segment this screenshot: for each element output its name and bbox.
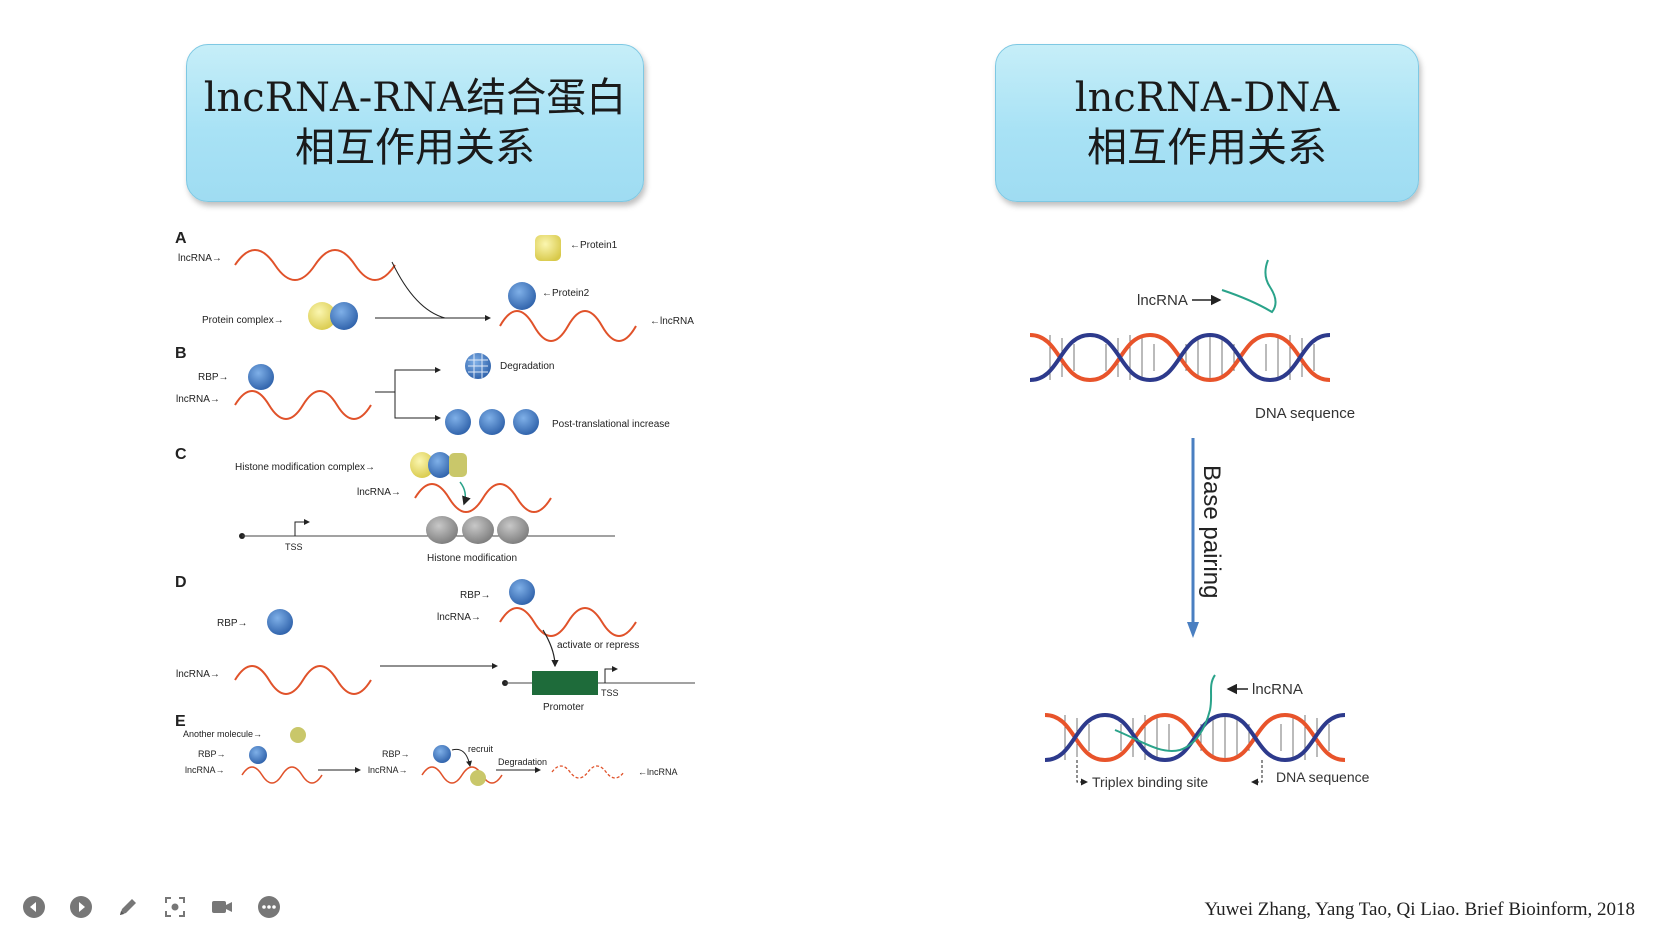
camera-icon[interactable] — [210, 895, 234, 919]
promoter-box — [532, 671, 598, 695]
label-lncrna: lncRNA→ — [357, 487, 401, 498]
label-lncrna-right: ←lncRNA — [650, 316, 694, 327]
label-promoter: Promoter — [543, 702, 585, 713]
dna-helix-bottom — [1044, 674, 1346, 763]
lncrna-strand — [414, 483, 552, 513]
rbp-icon — [249, 746, 267, 764]
lncrna-strand — [234, 665, 372, 695]
lncrna-dna-diagram: lncRNA DNA sequence Base pairing lncRNA — [1030, 259, 1370, 790]
label-recruit: recruit — [468, 744, 494, 754]
label-dna-sequence-bottom: DNA sequence — [1276, 769, 1370, 785]
label-lncrna-3: ←lncRNA — [638, 767, 678, 777]
more-icon[interactable] — [257, 895, 281, 919]
label-tss: TSS — [285, 542, 303, 552]
curve-line — [391, 261, 446, 319]
label-lncrna-bottom: lncRNA — [1252, 681, 1303, 698]
label-protein2: ←Protein2 — [542, 288, 590, 299]
rbp-icon — [433, 745, 451, 763]
protein2-icon — [508, 282, 536, 310]
lncrna-strand — [499, 607, 637, 637]
protein-icon — [445, 409, 471, 435]
play-icon[interactable] — [69, 895, 93, 919]
label-histone-complex: Histone modification complex→ — [235, 462, 375, 473]
green-arrow — [459, 481, 471, 506]
label-post-translational: Post-translational increase — [552, 419, 670, 430]
label-rbp-1: RBP→ — [198, 749, 226, 759]
label-another-molecule: Another molecule→ — [183, 729, 262, 739]
title-line-2: 相互作用关系 — [295, 125, 535, 171]
title-box-rna-binding-protein: lncRNA-RNA结合蛋白 相互作用关系 — [186, 44, 644, 202]
nucleosome-icon — [426, 516, 529, 544]
label-lncrna-top: lncRNA→ — [437, 612, 481, 623]
rbp-icon — [509, 579, 535, 605]
label-degradation: Degradation — [500, 361, 554, 372]
panel-letter-d: D — [175, 574, 187, 591]
dna-helix-top — [1030, 332, 1331, 383]
label-lncrna-1: lncRNA→ — [185, 765, 225, 775]
pen-icon[interactable] — [116, 895, 140, 919]
label-tss: TSS — [601, 688, 619, 698]
branch-lines — [375, 369, 440, 419]
panel-letter-a: A — [175, 230, 187, 247]
label-lncrna: lncRNA→ — [176, 394, 220, 405]
label-lncrna-top: lncRNA — [1137, 292, 1188, 309]
protein-green-icon — [449, 453, 467, 477]
protein1-icon — [535, 235, 561, 261]
label-lncrna-2: lncRNA→ — [368, 765, 408, 775]
rbp-icon — [248, 364, 274, 390]
label-histone-modification: Histone modification — [427, 553, 517, 564]
label-lncrna-left: lncRNA→ — [176, 669, 220, 680]
protein-blue-icon — [330, 302, 358, 330]
lncrna-strand — [499, 310, 637, 342]
lncrna-strand — [1221, 259, 1277, 314]
rbp-icon — [267, 609, 293, 635]
citation: Yuwei Zhang, Yang Tao, Qi Liao. Brief Bi… — [1204, 899, 1635, 920]
protein-icon — [479, 409, 505, 435]
label-base-pairing: Base pairing — [1198, 465, 1225, 598]
label-activate: activate or repress — [557, 640, 639, 651]
screenshot-icon[interactable] — [163, 895, 187, 919]
lncrna-rbp-diagram: A lncRNA→ Protein complex→ ←Protein1 ←Pr… — [175, 230, 695, 786]
label-triplex-binding-site: Triplex binding site — [1092, 774, 1208, 790]
molecule-icon — [470, 770, 486, 786]
label-rbp-2: RBP→ — [382, 749, 410, 759]
molecule-icon — [290, 727, 306, 743]
label-dna-sequence-top: DNA sequence — [1255, 405, 1355, 422]
lncrna-strand — [234, 249, 396, 281]
protein-icon — [513, 409, 539, 435]
label-rbp: RBP→ — [198, 372, 229, 383]
label-protein-complex: Protein complex→ — [202, 315, 284, 326]
title-line-1: lncRNA-RNA结合蛋白 — [203, 75, 627, 121]
lncrna-strand — [234, 390, 372, 420]
label-rbp-left: RBP→ — [217, 618, 248, 629]
protein-yellow-icon — [308, 302, 336, 330]
label-lncrna: lncRNA→ — [178, 253, 222, 264]
label-protein1: ←Protein1 — [570, 240, 618, 251]
panel-letter-c: C — [175, 446, 187, 463]
title-box-dna: lncRNA-DNA 相互作用关系 — [995, 44, 1419, 202]
protein-yellow-icon — [410, 452, 434, 478]
title-line-1: lncRNA-DNA — [1074, 75, 1340, 121]
label-degradation: Degradation — [498, 757, 547, 767]
label-rbp-top: RBP→ — [460, 590, 491, 601]
title-line-2: 相互作用关系 — [1087, 125, 1327, 171]
prev-icon[interactable] — [22, 895, 46, 919]
lncrna-strand — [1114, 674, 1216, 752]
presentation-toolbar — [22, 895, 281, 919]
panel-letter-e: E — [175, 713, 186, 730]
panel-letter-b: B — [175, 345, 187, 362]
protein-blue-icon — [428, 452, 452, 478]
